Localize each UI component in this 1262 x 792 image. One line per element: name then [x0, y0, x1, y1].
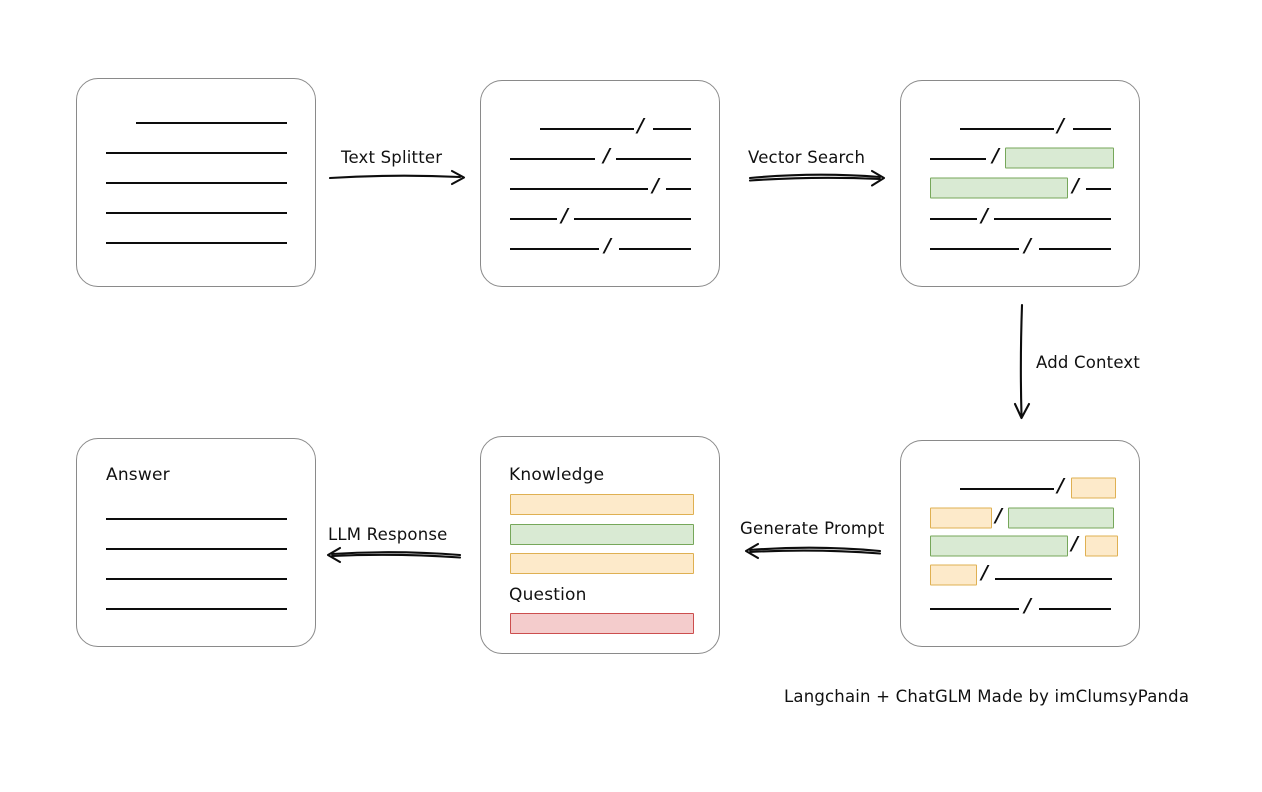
knowledge-bar-1 — [510, 494, 694, 515]
context-chunks-row-5-left — [930, 608, 1019, 610]
add-context-arrow-head — [1013, 402, 1031, 420]
matched-chunks-row-2-left — [930, 158, 986, 160]
split-chunks-row-5-left — [510, 248, 599, 250]
matched-chunks-row-2-right-highlight — [1005, 147, 1114, 169]
credit-text: Langchain + ChatGLM Made by imClumsyPand… — [784, 687, 1190, 706]
context-chunks-row-2-right-highlight — [1008, 507, 1114, 529]
split-chunks-row-3-right — [666, 188, 691, 190]
answer-box — [76, 438, 316, 647]
context-chunks-row-2-left-highlight — [930, 507, 992, 529]
generate-prompt-arrow-shaft-2 — [748, 549, 882, 555]
generate-prompt-arrow-head — [744, 542, 760, 560]
source-document-line-3 — [106, 182, 287, 184]
text-splitter-arrow-head — [450, 169, 466, 186]
context-chunks-row-4-left-highlight — [930, 564, 977, 586]
context-chunks-row-1-left — [960, 488, 1054, 490]
vector-search-arrow-shaft-2 — [748, 176, 882, 182]
source-document-line-1 — [136, 122, 287, 124]
llm-response-arrow-shaft — [330, 551, 462, 557]
matched-chunks-row-3-left-highlight — [930, 177, 1068, 199]
context-chunks-row-3-right-highlight — [1085, 535, 1118, 557]
llm-response-arrow-head — [326, 546, 342, 564]
vector-search-arrow-shaft — [748, 173, 882, 180]
question-label: Question — [509, 585, 587, 605]
matched-chunks-row-1-right — [1073, 128, 1111, 130]
text-splitter-arrow-shaft — [328, 174, 462, 180]
source-document-line-5 — [106, 242, 287, 244]
edge-label-llm-response: LLM Response — [328, 525, 448, 544]
split-chunks-row-2-left — [510, 158, 595, 160]
edge-label-vector-search: Vector Search — [748, 148, 866, 167]
context-chunks-row-1-right-highlight — [1071, 477, 1116, 499]
split-chunks-row-4-left — [510, 218, 557, 220]
knowledge-label: Knowledge — [509, 465, 605, 485]
split-chunks-row-1-left — [540, 128, 634, 130]
context-chunks-row-3-left-highlight — [930, 535, 1068, 557]
add-context-arrow-shaft — [1019, 303, 1024, 417]
llm-response-arrow-shaft-2 — [330, 553, 462, 559]
edge-label-text-splitter: Text Splitter — [341, 148, 443, 167]
generate-prompt-arrow-shaft — [748, 546, 882, 553]
edge-label-generate-prompt: Generate Prompt — [740, 519, 885, 538]
question-bar-1 — [510, 613, 694, 634]
answer-line-3 — [106, 578, 287, 580]
context-chunks-row-4-right — [995, 578, 1112, 580]
split-chunks-row-2-right — [616, 158, 691, 160]
matched-chunks-row-5-left — [930, 248, 1019, 250]
knowledge-bar-3 — [510, 553, 694, 574]
matched-chunks-row-1-left — [960, 128, 1054, 130]
answer-line-2 — [106, 548, 287, 550]
split-chunks-box — [480, 80, 720, 287]
context-chunks-row-5-right — [1039, 608, 1111, 610]
answer-line-1 — [106, 518, 287, 520]
source-document-line-4 — [106, 212, 287, 214]
matched-chunks-row-3-right — [1086, 188, 1111, 190]
split-chunks-row-3-left — [510, 188, 648, 190]
vector-search-arrow-head — [870, 169, 886, 187]
split-chunks-row-1-right — [653, 128, 691, 130]
matched-chunks-row-5-right — [1039, 248, 1111, 250]
matched-chunks-row-4-left — [930, 218, 977, 220]
knowledge-bar-2 — [510, 524, 694, 545]
split-chunks-row-5-right — [619, 248, 691, 250]
matched-chunks-row-4-right — [994, 218, 1111, 220]
edge-label-add-context: Add Context — [1036, 353, 1141, 372]
answer-label: Answer — [106, 465, 170, 485]
answer-line-4 — [106, 608, 287, 610]
source-document-line-2 — [106, 152, 287, 154]
split-chunks-row-4-right — [574, 218, 691, 220]
